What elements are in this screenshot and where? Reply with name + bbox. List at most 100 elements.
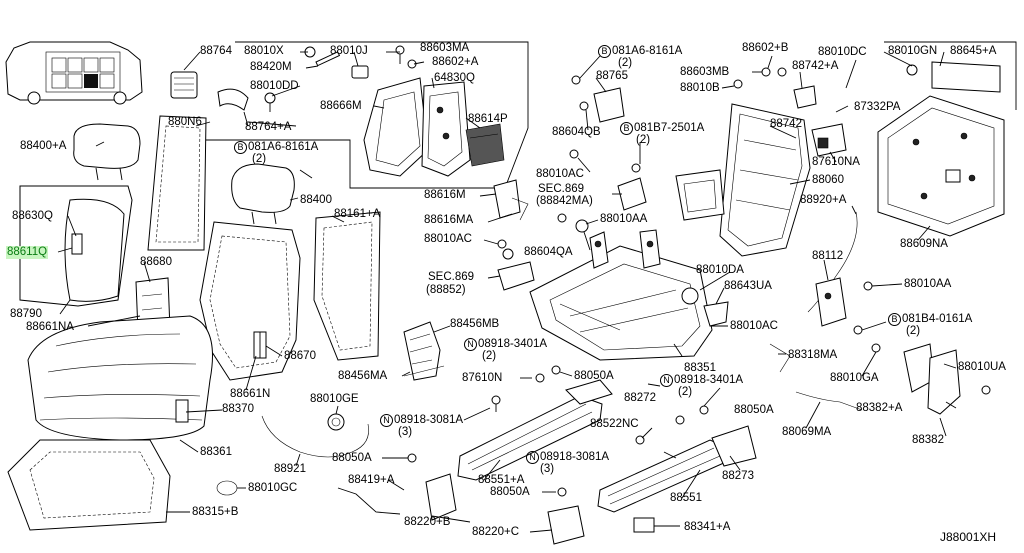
nut-marker-n: N bbox=[380, 414, 393, 427]
label-87610na: 87610NA bbox=[812, 156, 860, 168]
label-88602a: 88602+A bbox=[432, 56, 479, 68]
label-88370: 88370 bbox=[222, 403, 254, 415]
label-88603mb: 88603MB bbox=[680, 66, 730, 78]
bolt-marker-b: B bbox=[620, 122, 633, 135]
label-88609na: 88609NA bbox=[900, 238, 948, 250]
label-88603ma: 88603MA bbox=[420, 42, 470, 54]
label-88060: 88060 bbox=[812, 174, 844, 186]
label-qty-2-c: (2) bbox=[618, 57, 633, 69]
label-88361: 88361 bbox=[200, 446, 232, 458]
label-88551: 88551 bbox=[670, 492, 702, 504]
label-88382a: 88382+A bbox=[856, 402, 903, 414]
label-88010b: 88010B bbox=[680, 82, 720, 94]
label-88604qa: 88604QA bbox=[524, 246, 573, 258]
label-88643ua: 88643UA bbox=[724, 280, 772, 292]
label-88220c: 88220+C bbox=[472, 526, 519, 538]
label-88852: (88852) bbox=[426, 284, 466, 296]
label-88010ga: 88010GA bbox=[830, 372, 879, 384]
vehicle-thumbnail bbox=[5, 41, 143, 105]
label-qty-2-f: (2) bbox=[906, 325, 921, 337]
label-88661na: 88661NA bbox=[26, 321, 74, 333]
bolt-marker-b: B bbox=[888, 313, 901, 326]
nut-marker-n: N bbox=[526, 451, 539, 464]
label-88661n: 88661N bbox=[230, 388, 271, 400]
part-number: 081A6-8161A bbox=[612, 45, 683, 57]
label-88456ma: 88456MA bbox=[338, 370, 388, 382]
label-88010ac-right: 88010AC bbox=[730, 320, 778, 332]
label-88742: 88742 bbox=[770, 118, 802, 130]
part-number: 08918-3081A bbox=[540, 451, 610, 463]
label-qty-2-d: (2) bbox=[636, 134, 651, 146]
label-88069ma: 88069MA bbox=[782, 426, 832, 438]
label-88921: 88921 bbox=[274, 463, 306, 475]
label-88341a: 88341+A bbox=[684, 521, 731, 533]
label-qty-2-b: (2) bbox=[482, 350, 497, 362]
label-880n6: 880N6 bbox=[168, 116, 202, 128]
label-qty-2-e: (2) bbox=[678, 386, 693, 398]
bolt-marker-b: B bbox=[598, 45, 611, 58]
label-sec869-mid: SEC.869 bbox=[538, 183, 585, 195]
part-number: 08918-3401A bbox=[674, 374, 744, 386]
bolt-marker-b: B bbox=[234, 141, 247, 154]
label-88315b: 88315+B bbox=[192, 506, 239, 518]
label-88630q: 88630Q bbox=[12, 210, 53, 222]
label-88010ac-mid: 88010AC bbox=[536, 168, 584, 180]
label-88050a-2: 88050A bbox=[332, 452, 372, 464]
label-88420m: 88420M bbox=[250, 61, 292, 73]
group-box-upper bbox=[199, 41, 529, 235]
label-88010gc: 88010GC bbox=[248, 482, 298, 494]
label-88010dd: 88010DD bbox=[250, 80, 299, 92]
label-88400a: 88400+A bbox=[20, 140, 67, 152]
label-87610n: 87610N bbox=[462, 372, 503, 384]
label-88742a: 88742+A bbox=[792, 60, 839, 72]
label-88010x: 88010X bbox=[244, 45, 284, 57]
label-88764: 88764 bbox=[200, 45, 232, 57]
label-88616m: 88616M bbox=[424, 189, 466, 201]
part-number: 081B4-0161A bbox=[902, 313, 973, 325]
label-88010aa-right: 88010AA bbox=[904, 278, 952, 290]
label-88010gn: 88010GN bbox=[888, 45, 938, 57]
part-number: 081B7-2501A bbox=[634, 122, 705, 134]
label-88456mb: 88456MB bbox=[450, 318, 500, 330]
label-88272: 88272 bbox=[624, 392, 656, 404]
label-qty-2-a: (2) bbox=[252, 153, 267, 165]
label-88010da: 88010DA bbox=[696, 264, 744, 276]
label-88670: 88670 bbox=[284, 350, 316, 362]
label-88010ac-left: 88010AC bbox=[424, 233, 472, 245]
label-64830q: 64830Q bbox=[434, 72, 475, 84]
group-box-right bbox=[884, 41, 1017, 110]
label-88551a: 88551+A bbox=[478, 474, 525, 486]
label-88614p: 88614P bbox=[468, 113, 508, 125]
label-88842ma: (88842MA) bbox=[536, 195, 593, 207]
label-88611q-highlighted[interactable]: 88611Q bbox=[6, 246, 49, 259]
label-88010dc: 88010DC bbox=[818, 46, 867, 58]
label-87332pa: 87332PA bbox=[854, 101, 901, 113]
part-number: 08918-3401A bbox=[478, 338, 548, 350]
label-qty-3-a: (3) bbox=[398, 426, 413, 438]
label-88602b: 88602+B bbox=[742, 42, 789, 54]
nut-marker-n: N bbox=[464, 338, 477, 351]
label-88351: 88351 bbox=[684, 362, 716, 374]
label-88318ma: 88318MA bbox=[788, 349, 838, 361]
label-88920a: 88920+A bbox=[800, 194, 847, 206]
label-qty-3-b: (3) bbox=[540, 463, 555, 475]
label-88050a-1: 88050A bbox=[574, 370, 614, 382]
label-88112: 88112 bbox=[812, 250, 844, 262]
label-88419a: 88419+A bbox=[348, 474, 395, 486]
part-number: 081A6-8161A bbox=[248, 141, 319, 153]
label-88666m: 88666M bbox=[320, 100, 362, 112]
leader-lines bbox=[57, 51, 957, 533]
label-88764a: 88764+A bbox=[245, 121, 292, 133]
label-88400: 88400 bbox=[300, 194, 332, 206]
label-88616ma: 88616MA bbox=[424, 214, 474, 226]
